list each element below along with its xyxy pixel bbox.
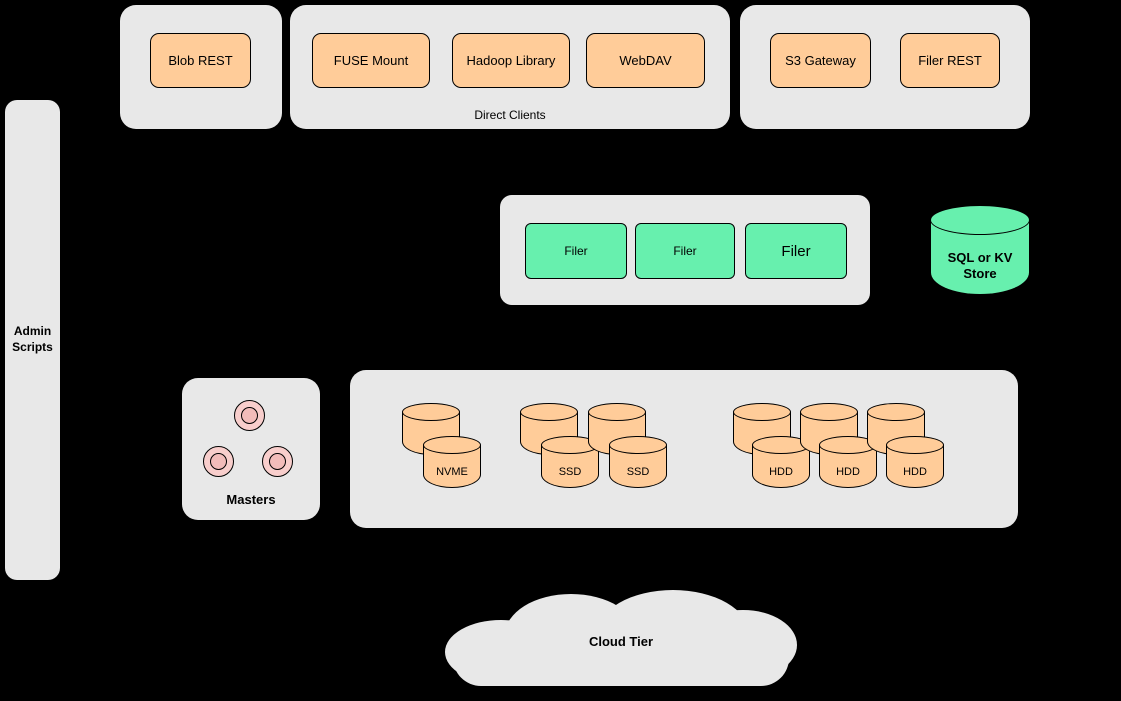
direct-clients-label: Direct Clients: [474, 108, 546, 122]
filer-node: Filer: [525, 223, 627, 279]
filer-rest-node: Filer REST: [900, 33, 1000, 88]
filer-group: Filer Filer Filer: [500, 195, 870, 305]
cylinder-top: [588, 403, 646, 421]
ssd-label: SSD: [626, 466, 650, 478]
hdd-cylinder: HDD: [819, 436, 877, 488]
s3-gateway-node: S3 Gateway: [770, 33, 871, 88]
ssd-cylinder: SSD: [541, 436, 599, 488]
nvme-cylinder: NVME: [423, 436, 481, 488]
cylinder-top: [402, 403, 460, 421]
cylinder-top: [930, 205, 1030, 235]
gateway-group: S3 Gateway Filer REST: [740, 5, 1030, 129]
hadoop-library-node: Hadoop Library: [452, 33, 570, 88]
cylinder-body: HDD: [886, 445, 944, 488]
cylinder-top: [423, 436, 481, 454]
master-node: [203, 446, 234, 477]
masters-group: Masters: [182, 378, 320, 520]
blob-rest-node: Blob REST: [150, 33, 251, 88]
filer-node: Filer: [635, 223, 735, 279]
cylinder-top: [733, 403, 791, 421]
cylinder-top: [609, 436, 667, 454]
filer-node: Filer: [745, 223, 847, 279]
master-node: [234, 400, 265, 431]
blob-client-group: Blob REST: [120, 5, 282, 129]
hdd-label: HDD: [903, 466, 927, 478]
direct-clients-group: FUSE Mount Hadoop Library WebDAV Direct …: [290, 5, 730, 129]
hdd-cylinder: HDD: [886, 436, 944, 488]
ssd-label: SSD: [558, 466, 582, 478]
cloud-tier: Cloud Tier: [437, 590, 805, 691]
fuse-mount-node: FUSE Mount: [312, 33, 430, 88]
masters-label: Masters: [226, 492, 276, 507]
hdd-label: HDD: [836, 466, 860, 478]
volume-servers-group: NVME SSD SSD: [350, 370, 1018, 528]
cylinder-top: [520, 403, 578, 421]
admin-scripts-panel: Admin Scripts: [5, 100, 60, 580]
hdd-cylinder: HDD: [752, 436, 810, 488]
sql-kv-store-cylinder: SQL or KV Store: [930, 205, 1030, 295]
nvme-label: NVME: [436, 466, 468, 478]
sql-kv-store-label: SQL or KV Store: [947, 250, 1013, 281]
hdd-label: HDD: [769, 466, 793, 478]
ssd-cylinder: SSD: [609, 436, 667, 488]
cylinder-top: [800, 403, 858, 421]
master-node: [262, 446, 293, 477]
admin-scripts-label: Admin Scripts: [12, 324, 53, 354]
cylinder-top: [886, 436, 944, 454]
cloud-tier-label: Cloud Tier: [588, 634, 654, 649]
cloud-shape: [453, 630, 789, 686]
webdav-node: WebDAV: [586, 33, 705, 88]
cylinder-top: [867, 403, 925, 421]
